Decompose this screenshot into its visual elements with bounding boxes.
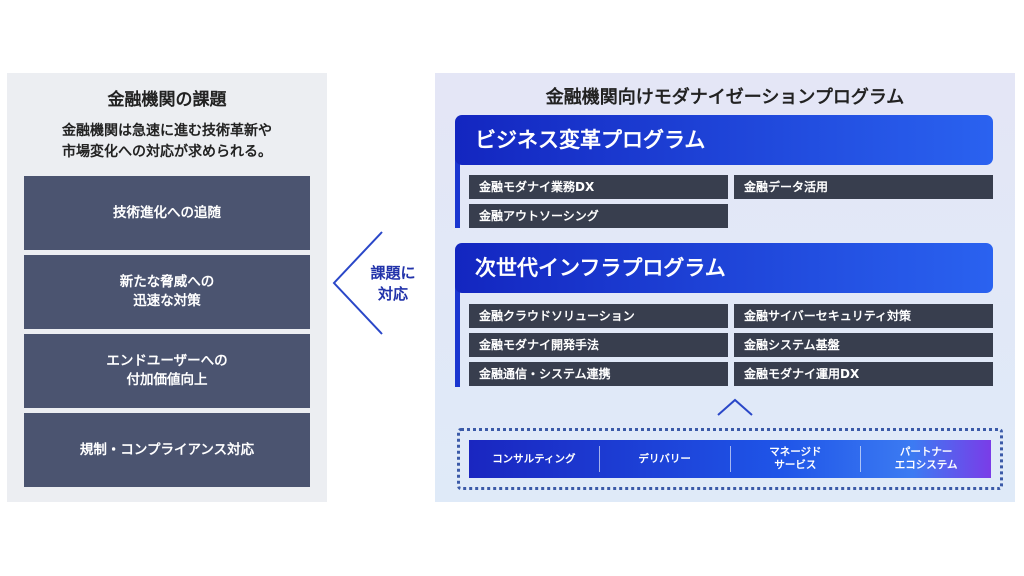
challenge-item: 新たな脅威への迅速な対策 <box>24 255 310 329</box>
program-title: 金融機関向けモダナイゼーションプログラム <box>545 87 905 108</box>
service-label: エコシステム <box>894 459 958 471</box>
challenge-item: 技術進化への追随 <box>24 176 310 250</box>
services-bar: コンサルティング デリバリー マネージドサービス パートナーエコシステム <box>469 440 991 478</box>
service-item: パートナーエコシステム <box>861 446 991 472</box>
chevron-left-icon <box>332 231 383 335</box>
service-label: パートナー <box>899 446 953 458</box>
program-item: 金融システム基盤 <box>734 333 993 357</box>
description-line: 金融機関は急速に進む技術革新や <box>62 123 272 139</box>
service-label: マネージド <box>769 446 822 458</box>
program-item: 金融通信・システム連携 <box>469 362 728 386</box>
accent-bar <box>455 153 460 228</box>
challenges-description: 金融機関は急速に進む技術革新や 市場変化への対応が求められる。 <box>7 121 327 163</box>
arrow-label-line: 課題に <box>370 264 416 282</box>
description-line: 市場変化への対応が求められる。 <box>62 144 272 160</box>
service-label: コンサルティング <box>492 452 576 465</box>
program-item: 金融クラウドソリューション <box>469 304 728 328</box>
chevron-up-icon <box>717 398 753 416</box>
service-item: デリバリー <box>600 446 731 472</box>
group-header-infra: 次世代インフラプログラム <box>455 243 993 293</box>
arrow-label: 課題に 対応 <box>360 263 426 305</box>
accent-bar <box>455 281 460 387</box>
challenge-label: 迅速な対策 <box>133 293 201 309</box>
service-label: サービス <box>774 459 817 471</box>
program-item: 金融データ活用 <box>734 175 993 199</box>
challenge-label: 技術進化への追随 <box>113 204 221 221</box>
arrow-label-line: 対応 <box>377 285 408 303</box>
program-item: 金融アウトソーシング <box>469 204 728 228</box>
program-item: 金融モダナイ開発手法 <box>469 333 728 357</box>
program-item: 金融モダナイ運用DX <box>734 362 993 386</box>
challenge-label: エンドユーザーへの <box>106 353 228 369</box>
service-label: デリバリー <box>638 452 691 465</box>
challenge-item: エンドユーザーへの付加価値向上 <box>24 334 310 408</box>
challenge-item: 規制・コンプライアンス対応 <box>24 413 310 487</box>
challenges-panel: 金融機関の課題 金融機関は急速に進む技術革新や 市場変化への対応が求められる。 … <box>7 73 327 502</box>
program-item: 金融サイバーセキュリティ対策 <box>734 304 993 328</box>
services-frame: コンサルティング デリバリー マネージドサービス パートナーエコシステム <box>457 428 1003 490</box>
service-item: マネージドサービス <box>731 446 862 472</box>
challenge-label: 付加価値向上 <box>126 372 208 388</box>
challenges-title: 金融機関の課題 <box>107 90 227 110</box>
challenge-label: 新たな脅威への <box>119 274 215 290</box>
service-item: コンサルティング <box>469 446 600 472</box>
program-panel: 金融機関向けモダナイゼーションプログラム ビジネス変革プログラム 金融モダナイ業… <box>435 73 1015 502</box>
group-header-business: ビジネス変革プログラム <box>455 115 993 165</box>
program-item: 金融モダナイ業務DX <box>469 175 728 199</box>
challenge-label: 規制・コンプライアンス対応 <box>79 441 255 458</box>
